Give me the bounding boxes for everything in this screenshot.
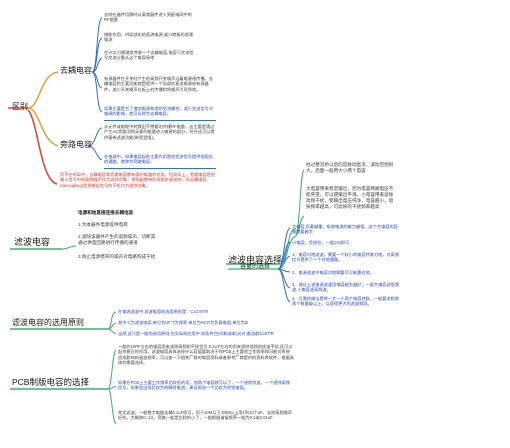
- choice-leaf-3: 1、电容对地滤波，需要一个较小的电容并联对地，对高频信号提供了一个对地通路。: [292, 252, 400, 263]
- decoupling-leaf-3: 在VCC引脚通常并联一个去耦电容,电容只交流信号交流分量从这个电容接地: [104, 50, 194, 61]
- topic-distinguish[interactable]: 区别: [12, 102, 28, 111]
- pcb-leaf-2: 如果在PCB上主要工作频率比较低的话，加两个电容就可以了，一个虑除纹波，一个虑除…: [118, 380, 290, 391]
- decoupling-leaf-2: 储能作用，供局部化的直流电源,减少跨板的浪涌电流: [104, 32, 194, 43]
- choice-leaf-4: 2、电源滤波中电容对地脚要尽可能靠近地。: [292, 270, 374, 275]
- choice-leaf-2: 小电容，凭经验，一般104即可: [292, 240, 350, 245]
- choice-leaf-6: 4、可靠的做法是将一大一小两个电容并联，一般要求相差两个数量级以上，以获得更大的…: [292, 296, 400, 307]
- principle-leaf-1: 在电源滤波中,滤波电容的选用原则是：C≥2.5T/R: [118, 309, 209, 314]
- topic-filter-principle[interactable]: 滤波电容的选用原则: [12, 318, 84, 327]
- bypass-leaf-2: 在电源中，如果电容起的主要作用是给交流信号提供低阻抗的通路，就称为旁路电容。: [104, 154, 213, 165]
- bypass-leaf-1: 从元件或电缆中转换出不想要的共模RF能量，这主要是通过产生AC旁路消除无意的能量…: [104, 124, 215, 140]
- choice-leaf-1: 大电容,负载越重，吸收电流的能力越强，这个大电容的容量就要越大: [292, 224, 398, 235]
- pcb-leaf-1: 一般的10PF左右的电容用来滤除高频的干扰信号,0.1UF左右的用来滤除低频的纹…: [118, 344, 294, 366]
- distinguish-note: 而不在布局中，去耦电容和旁路电容都有保护电路的作用，但实际上，旁路电容是把输入信…: [60, 172, 215, 188]
- filter-leaf-1: 1.为本器件电源提供电荷: [78, 222, 128, 227]
- filter-header: 电源和地直接连接去耦电容: [78, 210, 134, 215]
- topic-bypass[interactable]: 旁路电容: [60, 140, 92, 149]
- topic-choice[interactable]: 容量的选择: [240, 264, 271, 270]
- choice-leaf-5: 3、理论上说电源滤波用电容越大越好，一般大电容滤低频波,小电容滤高频波。: [292, 282, 400, 293]
- topic-filter-select[interactable]: 滤波电容选择: [228, 255, 283, 265]
- filter-leaf-2: 2.滤除该器件产生的高频噪声。切断其通过供电回路进行传播的通道: [78, 234, 156, 245]
- filter-leaf-3: 3.防止电源携带的噪声对电路构成干扰: [78, 254, 156, 259]
- pcb-leaf-3: 其实滤波，一般数字电路去耦0.1uF即可，用于10M以下;20M以上用1到10个…: [118, 410, 293, 421]
- topic-filter[interactable]: 滤波电容: [14, 237, 51, 247]
- decoupling-leaf-5-underline: [104, 120, 216, 121]
- select-leaf-2: 大电容用来稳定输出，因为电容两端电压不能突变，可以使输出平滑，小电容用来滤除高频…: [306, 186, 394, 209]
- topic-decoupling[interactable]: 去耦电容: [60, 66, 92, 75]
- bypass-leaf-2-underline: [104, 168, 216, 169]
- principle-leaf-3: 当然,这只是一般的选用原则,在实际的应用中,如条件(空间和成本)允许,都选取C≥…: [118, 331, 274, 336]
- principle-leaf-2: 其中:C为滤波电容,单位为UF;T为频率,单位为Hz;R为负载电阻,单位为Ω: [118, 320, 248, 325]
- decoupling-leaf-4: 有源器件在开关时产生的高频开关噪声沿着电源线传播。去耦电容的主要功能就是提供一个…: [104, 76, 213, 92]
- topic-pcb-filter[interactable]: PCB制版电容的选择: [12, 377, 89, 387]
- decoupling-leaf-1: 去除在器件切换时从高频器件进入到配电网中的RF能量: [104, 12, 192, 23]
- decoupling-leaf-5: 如果主要是为了增加电源和地的交流耦合，减少交流信号对电源的影响，就可以称为去耦电…: [104, 106, 213, 117]
- select-leaf-1: 经过整流桥以后的是脉动直流，波动范围很大，后面一般用大小两个电容: [306, 162, 394, 173]
